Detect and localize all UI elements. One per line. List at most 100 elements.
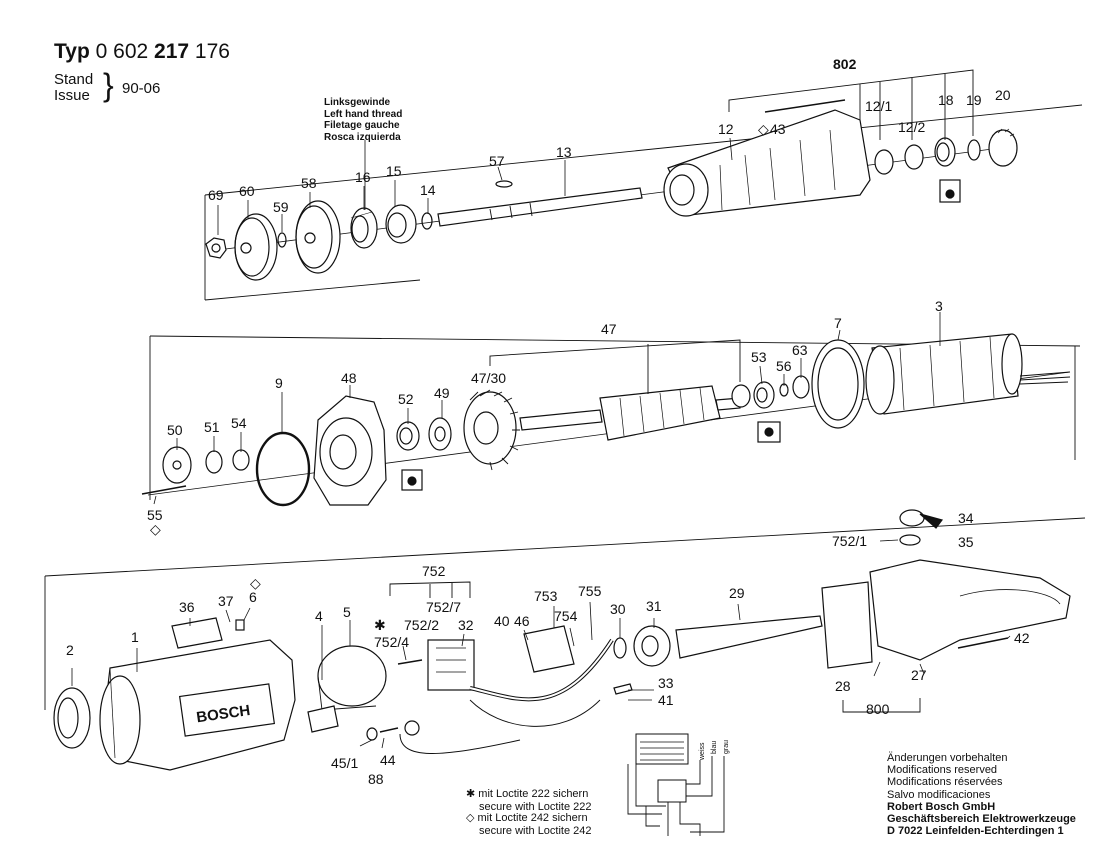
- part-ring-12-1: [874, 149, 894, 175]
- part-ring-59: [277, 232, 287, 248]
- part-number: 754: [554, 608, 578, 624]
- part-number: 12/1: [865, 98, 892, 114]
- part-number: 31: [646, 598, 662, 614]
- part-number: 37: [218, 593, 234, 609]
- part-number: 7: [834, 315, 842, 331]
- note-line: Left hand thread: [324, 108, 403, 120]
- stand-value: 90-06: [122, 80, 161, 97]
- note-line: Rosca izquierda: [324, 131, 401, 143]
- part-ring-30: [613, 637, 627, 659]
- part-number: 752/1: [832, 533, 867, 549]
- part-ring-51: [205, 450, 223, 474]
- part-number: 45/1: [331, 755, 358, 771]
- diamond-icon: ◇: [250, 575, 261, 591]
- part-bearing-53a: [731, 384, 751, 408]
- part-plate-50: [162, 446, 192, 484]
- part-housing-1: [99, 639, 296, 771]
- part-number: 30: [610, 601, 626, 617]
- part-number: 5: [343, 604, 351, 620]
- part-number: 800: [866, 701, 890, 717]
- brace-glyph: }: [103, 67, 114, 103]
- part-flange-60: [234, 213, 278, 281]
- part-number: 13: [556, 144, 572, 160]
- note-line: Filetage gauche: [324, 120, 400, 131]
- part-number: 12: [718, 121, 734, 137]
- part-number: 755: [578, 583, 602, 599]
- part-number: 69: [208, 187, 224, 203]
- part-number: 1: [131, 629, 139, 645]
- part-ring-2: [53, 687, 91, 749]
- part-number: 29: [729, 585, 745, 601]
- part-number: 19: [966, 92, 982, 108]
- part-number: 46: [514, 613, 530, 629]
- part-number: 53: [751, 349, 767, 365]
- part-gasket-28: [821, 581, 873, 669]
- part-screw-42: [957, 637, 1009, 649]
- note-line: Linksgewinde: [324, 97, 391, 108]
- part-label-36: [171, 617, 223, 649]
- part-ring-14: [421, 212, 433, 230]
- part-baffle-7: [811, 339, 865, 429]
- part-bearing-54: [232, 449, 250, 471]
- part-number: 47/30: [471, 370, 506, 386]
- part-spindle-13: [437, 180, 643, 227]
- left-hand-thread-note: Linksgewinde Left hand thread Filetage g…: [324, 97, 402, 143]
- part-number: 752/2: [404, 617, 439, 633]
- part-number: 56: [776, 358, 792, 374]
- part-ring-12-2: [904, 144, 924, 170]
- part-number-labels: 69 60 59 58 16 15 14 57 13 802 12 43 ◇ 1…: [66, 56, 1030, 787]
- part-number: 802: [833, 56, 857, 72]
- part-number: 47: [601, 321, 617, 337]
- part-clamp-33: [613, 683, 633, 695]
- part-gear-20: [988, 128, 1018, 167]
- type-number: Typ 0 602 217 176: [54, 40, 230, 63]
- part-screw-6: [235, 619, 245, 631]
- part-ring-49: [428, 417, 452, 451]
- part-number: 49: [434, 385, 450, 401]
- stand-issue-labels: Stand Issue: [54, 72, 93, 104]
- part-number: 12/2: [898, 119, 925, 135]
- diamond-icon: ◇: [150, 521, 161, 537]
- part-number: 44: [380, 752, 396, 768]
- part-number: 54: [231, 415, 247, 431]
- part-bearing-15: [385, 204, 417, 244]
- part-bearing-plate-48: [313, 395, 387, 506]
- part-knob-34: [899, 509, 944, 529]
- part-ring-19: [967, 139, 981, 161]
- part-number: 20: [995, 87, 1011, 103]
- part-number: 18: [938, 92, 954, 108]
- part-ring-35: [899, 534, 921, 546]
- part-number: 36: [179, 599, 195, 615]
- part-screw-44: [379, 727, 399, 733]
- part-number: 28: [835, 678, 851, 694]
- part-number: 43: [770, 121, 786, 137]
- part-number: 60: [239, 183, 255, 199]
- part-number: 14: [420, 182, 436, 198]
- part-number: 50: [167, 422, 183, 438]
- part-number: 34: [958, 510, 974, 526]
- panel-middle: [141, 312, 1081, 507]
- part-fan-47-30: [463, 389, 520, 471]
- part-number: 51: [204, 419, 220, 435]
- part-number: 88: [368, 771, 384, 787]
- stand-label: Stand: [54, 71, 94, 88]
- part-plate-753: [523, 625, 575, 673]
- wiring-diagram: [627, 733, 725, 836]
- part-number: 2: [66, 642, 74, 658]
- part-number: 3: [935, 298, 943, 314]
- part-number: 52: [398, 391, 414, 407]
- part-number: 27: [911, 667, 927, 683]
- part-cap-5: [317, 645, 387, 711]
- part-screw-55: [141, 485, 187, 495]
- diamond-icon: ◇: [758, 121, 769, 137]
- ground-icon: [404, 720, 420, 736]
- part-number: 55: [147, 507, 163, 523]
- part-number: 16: [355, 169, 371, 185]
- star-icon: ✱: [374, 617, 386, 633]
- part-bearing-18: [934, 137, 961, 203]
- part-number: 63: [792, 342, 808, 358]
- part-number: 42: [1014, 630, 1030, 646]
- part-number: 32: [458, 617, 474, 633]
- part-ring-63: [792, 375, 810, 399]
